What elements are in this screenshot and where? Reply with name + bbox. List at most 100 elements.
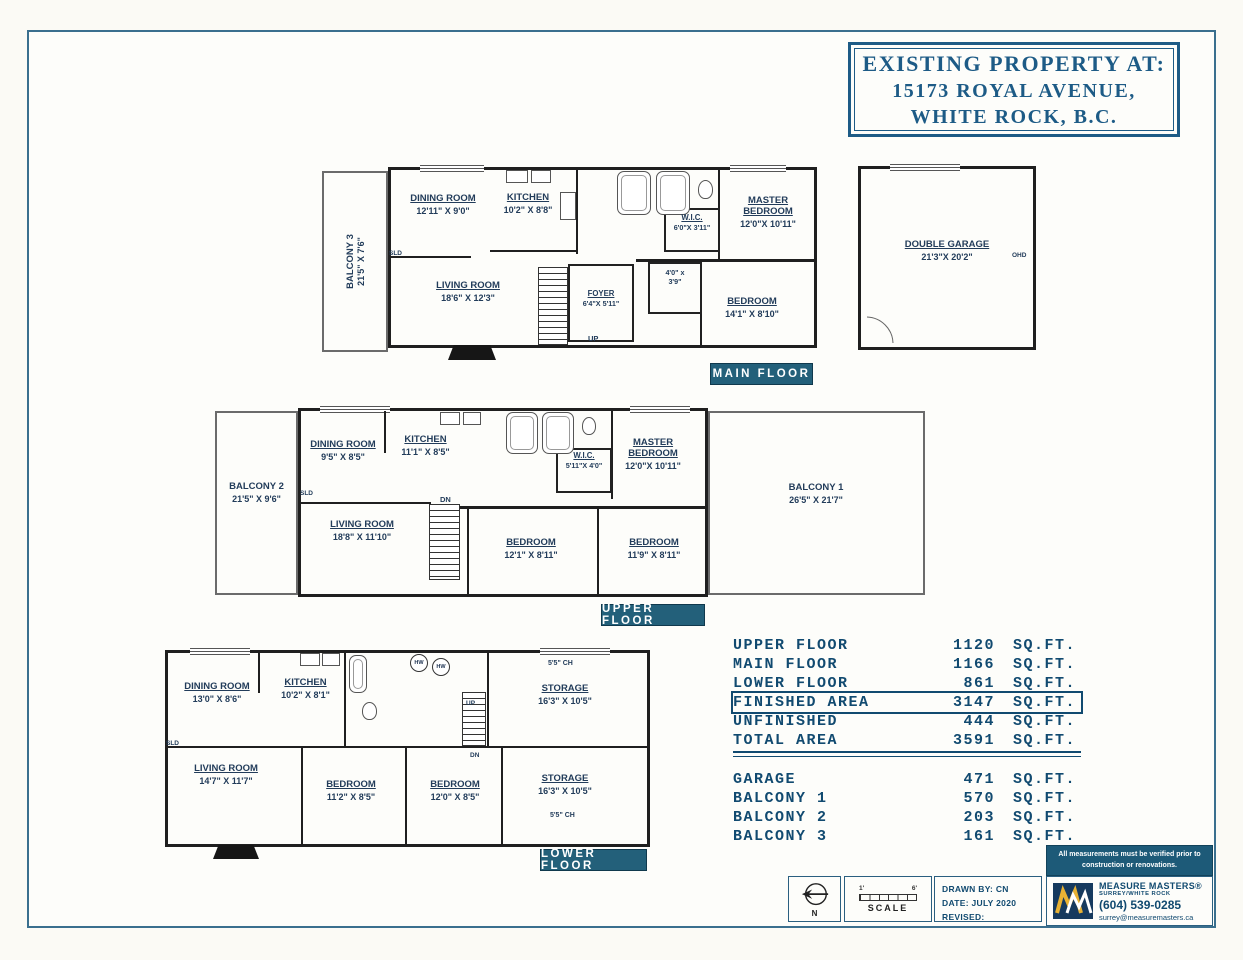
area-unit: SQ.FT. bbox=[1013, 713, 1077, 730]
balcony-2 bbox=[215, 411, 298, 595]
property-title-line3: WHITE ROCK, B.C. bbox=[910, 105, 1118, 128]
wall bbox=[391, 256, 471, 258]
room-label-bedroom-2: BEDROOM 12'0" X 8'5" bbox=[410, 779, 500, 803]
door-swing-icon bbox=[866, 316, 894, 344]
wall bbox=[467, 509, 469, 595]
wall bbox=[597, 509, 599, 595]
stairs bbox=[429, 504, 460, 580]
revised: REVISED: bbox=[942, 912, 985, 923]
sink-icon bbox=[440, 412, 460, 425]
room-name: W.I.C. bbox=[573, 451, 595, 460]
room-dims: 14'1" X 8'10" bbox=[725, 308, 779, 319]
closet-outline bbox=[648, 262, 702, 314]
bathtub-icon bbox=[506, 412, 538, 454]
wall bbox=[301, 748, 303, 844]
toilet-icon bbox=[582, 417, 596, 435]
sink-icon bbox=[300, 653, 320, 666]
toilet-icon bbox=[362, 702, 377, 720]
wall bbox=[501, 748, 503, 844]
scale-min: 1' bbox=[859, 885, 865, 892]
room-name: LIVING ROOM bbox=[436, 280, 500, 291]
room-dims: 12'1" X 8'11" bbox=[504, 549, 558, 560]
lower-floor-outline bbox=[165, 650, 650, 847]
room-name: FOYER bbox=[587, 289, 615, 298]
area-label: BALCONY 1 bbox=[733, 790, 828, 807]
room-name: DINING ROOM bbox=[310, 439, 376, 450]
room-dims: 9'5" X 8'5" bbox=[321, 451, 365, 462]
wall bbox=[168, 746, 647, 748]
hot-water-tank-icon: HW bbox=[432, 658, 450, 676]
area-value: 570 bbox=[963, 790, 995, 807]
room-name: BEDROOM bbox=[727, 296, 777, 307]
room-dims: 14'7" X 11'7" bbox=[199, 775, 253, 786]
window-marker bbox=[420, 165, 484, 172]
window-marker bbox=[540, 648, 610, 655]
stairs-down-tag: DN bbox=[440, 495, 451, 504]
table-row: UPPER FLOOR 1120 SQ.FT. bbox=[733, 636, 1081, 655]
window-marker bbox=[890, 164, 960, 171]
area-unit: SQ.FT. bbox=[1013, 771, 1077, 788]
area-unit: SQ.FT. bbox=[1013, 694, 1077, 711]
scale-box: 1' 6' SCALE bbox=[844, 876, 932, 922]
room-label-living: LIVING ROOM 14'7" X 11'7" bbox=[175, 763, 277, 787]
area-unit: SQ.FT. bbox=[1013, 809, 1077, 826]
area-label: BALCONY 2 bbox=[733, 809, 828, 826]
scale-label: SCALE bbox=[867, 903, 909, 913]
area-label: BALCONY 3 bbox=[733, 828, 828, 845]
area-label: TOTAL AREA bbox=[733, 732, 839, 749]
company-info: MEASURE MASTERS® SURREY/WHITE ROCK (604)… bbox=[1099, 881, 1202, 922]
stove-icon bbox=[322, 653, 340, 666]
room-dims: 12'0"X 10'11" bbox=[625, 460, 681, 471]
wall bbox=[460, 506, 708, 509]
wic-room-outline bbox=[664, 208, 720, 252]
area-label: MAIN FLOOR bbox=[733, 656, 839, 673]
window-marker bbox=[190, 648, 250, 655]
room-name: W.I.C. bbox=[681, 213, 703, 222]
room-label-bedroom-1: BEDROOM 12'1" X 8'11" bbox=[482, 537, 580, 561]
window-marker bbox=[730, 165, 786, 172]
foyer-outline bbox=[568, 264, 634, 342]
room-name: BEDROOM bbox=[629, 537, 679, 548]
room-dims: 11'2" X 8'5" bbox=[326, 791, 376, 802]
room-label-kitchen: KITCHEN 11'1" X 8'5" bbox=[388, 434, 463, 458]
north-label: N bbox=[811, 908, 818, 918]
drawing-info-box: DRAWN BY: CN DATE: JULY 2020 REVISED: bbox=[934, 876, 1042, 922]
room-dims: 12'0" X 8'5" bbox=[430, 791, 480, 802]
room-dims: 11'1" X 8'5" bbox=[401, 446, 450, 457]
entry-step bbox=[448, 345, 496, 360]
scale-max: 6' bbox=[911, 885, 917, 892]
area-summary-table: UPPER FLOOR 1120 SQ.FT. MAIN FLOOR 1166 … bbox=[733, 636, 1081, 846]
room-name: KITCHEN bbox=[404, 434, 447, 445]
area-unit: SQ.FT. bbox=[1013, 637, 1077, 654]
area-value: 203 bbox=[963, 809, 995, 826]
area-unit: SQ.FT. bbox=[1013, 656, 1077, 673]
area-value: 3591 bbox=[952, 732, 995, 749]
compass-box: N bbox=[788, 876, 841, 922]
room-dims: 10'2" X 8'1" bbox=[281, 689, 330, 700]
room-label-kitchen: KITCHEN 10'2" X 8'1" bbox=[268, 677, 343, 701]
room-name: BEDROOM bbox=[430, 779, 480, 790]
table-row: GARAGE 471 SQ.FT. bbox=[733, 770, 1081, 789]
balcony-3: BALCONY 3 21'5" X 7'6" bbox=[322, 171, 388, 352]
sliding-door-tag: SLD bbox=[300, 490, 313, 497]
company-name: MEASURE MASTERS® bbox=[1099, 880, 1202, 891]
room-name: MASTER BEDROOM bbox=[743, 195, 793, 217]
room-dims: 12'11" X 9'0" bbox=[416, 205, 470, 216]
area-value: 471 bbox=[963, 771, 995, 788]
area-label: LOWER FLOOR bbox=[733, 675, 849, 692]
room-label-bedroom-1: BEDROOM 11'2" X 8'5" bbox=[306, 779, 396, 803]
room-label-wic: W.I.C. 6'0"X 3'11" bbox=[666, 213, 718, 233]
wall bbox=[490, 250, 576, 252]
sink-icon bbox=[506, 170, 528, 183]
room-dims: 18'6" X 12'3" bbox=[441, 292, 495, 303]
total-divider bbox=[733, 751, 1081, 757]
wall bbox=[258, 653, 260, 693]
bathtub-icon bbox=[349, 655, 367, 693]
stairs-down-tag: DN bbox=[470, 752, 480, 759]
wic-room-outline bbox=[556, 448, 612, 493]
stairs-up-tag: UP bbox=[466, 700, 476, 707]
table-row: LOWER FLOOR 861 SQ.FT. bbox=[733, 674, 1081, 693]
room-dims: 4'0" x 3'9" bbox=[665, 268, 685, 286]
stairs bbox=[538, 267, 568, 345]
